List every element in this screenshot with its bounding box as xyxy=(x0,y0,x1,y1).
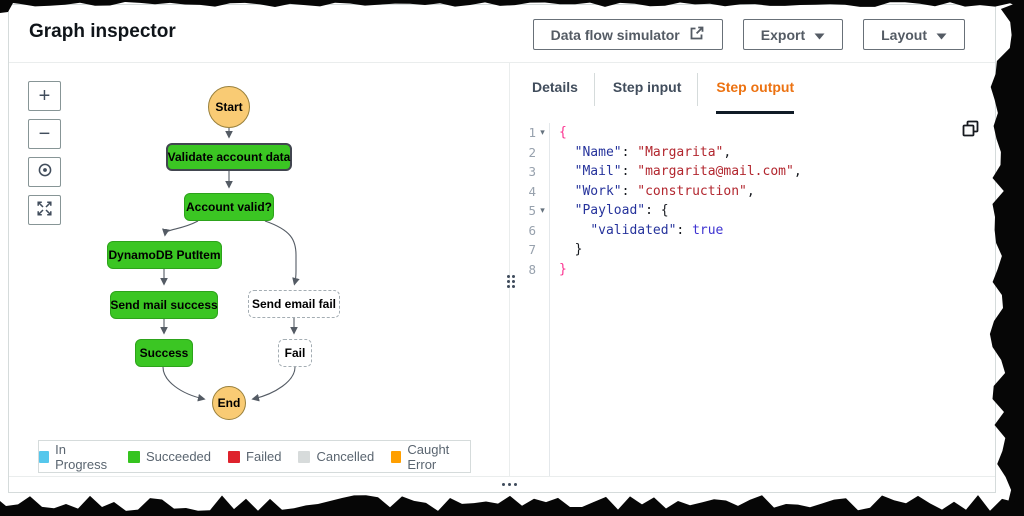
json-code-viewer: 1▾2 3 4 5▾6 7 8 { "Name": "Margarita", "Mail"… xyxy=(510,114,995,476)
code-line-7: } xyxy=(574,242,583,257)
code-line-3: "Mail": "margarita@mail.com", xyxy=(574,164,802,179)
succeeded-swatch xyxy=(127,450,140,463)
caret-down-icon xyxy=(814,27,825,43)
bottom-bar xyxy=(9,476,995,492)
step-details-panel: Details Step input Step output 1▾2 3 4 5▾6 7… xyxy=(510,63,995,476)
in-progress-swatch xyxy=(39,450,50,463)
expand-arrows-icon xyxy=(37,200,52,220)
zoom-out-button[interactable]: − xyxy=(28,119,61,149)
gutter-line-5[interactable]: 5▾ xyxy=(510,201,549,221)
status-legend: In Progress Succeeded Failed Cancelled C… xyxy=(38,440,471,473)
graph-zoom-controls: + − xyxy=(28,81,61,225)
detail-tabs: Details Step input Step output xyxy=(510,63,995,114)
fold-caret-icon[interactable]: ▾ xyxy=(540,205,545,216)
gutter-line-2: 2 xyxy=(528,144,536,160)
tab-step-output[interactable]: Step output xyxy=(716,63,795,114)
code-line-4: "Work": "construction", xyxy=(574,183,755,199)
copy-button[interactable] xyxy=(961,119,980,143)
button-label: Export xyxy=(760,26,806,43)
button-label: Layout xyxy=(881,26,927,43)
graph-node-fail[interactable]: Fail xyxy=(278,339,312,367)
tab-divider xyxy=(593,73,595,106)
zoom-in-button[interactable]: + xyxy=(28,81,61,111)
graph-node-end[interactable]: End xyxy=(212,386,246,420)
legend-label: Cancelled xyxy=(316,449,375,464)
legend-label: Caught Error xyxy=(407,441,450,472)
button-label: Data flow simulator xyxy=(550,26,680,43)
graph-node-account-valid[interactable]: Account valid? xyxy=(184,193,274,221)
code-line-5: "Payload": { xyxy=(574,203,669,218)
caret-down-icon xyxy=(936,27,947,43)
gutter-line-8: 8 xyxy=(528,261,536,277)
graph-edges xyxy=(160,128,300,402)
legend-item-cancelled: Cancelled xyxy=(298,449,374,464)
caught-error-swatch xyxy=(391,450,402,463)
legend-label: Succeeded xyxy=(145,449,212,464)
legend-item-failed: Failed xyxy=(228,449,281,464)
failed-swatch xyxy=(228,450,241,463)
circle-dot-icon xyxy=(37,162,53,182)
code-line-6: "validated": true xyxy=(590,222,724,238)
gutter-line-6: 6 xyxy=(528,222,536,238)
cancelled-swatch xyxy=(298,450,311,463)
code-line-2: "Name": "Margarita", xyxy=(574,144,732,160)
minus-icon: − xyxy=(38,123,51,145)
graph-node-send-email-fail[interactable]: Send email fail xyxy=(248,290,340,318)
vertical-resize-handle[interactable] xyxy=(507,275,510,278)
data-flow-simulator-button[interactable]: Data flow simulator xyxy=(532,19,723,50)
legend-item-in-progress: In Progress xyxy=(39,442,111,472)
tab-divider xyxy=(697,73,699,106)
code-line-8: } xyxy=(559,261,567,277)
code-lines: { "Name": "Margarita", "Mail": "margarit… xyxy=(550,123,802,476)
tab-step-input[interactable]: Step input xyxy=(612,79,682,95)
legend-label: Failed xyxy=(246,449,282,464)
graph-node-start[interactable]: Start xyxy=(208,86,250,128)
export-button[interactable]: Export xyxy=(742,19,844,50)
page-title: Graph inspector xyxy=(29,21,176,42)
workflow-graph-panel: + − xyxy=(9,63,510,476)
code-line-1: { xyxy=(559,125,567,140)
gutter-line-7: 7 xyxy=(528,242,536,258)
fold-caret-icon[interactable]: ▾ xyxy=(540,127,545,138)
graph-node-dynamodb-putitem[interactable]: DynamoDB PutItem xyxy=(107,241,222,269)
legend-label: In Progress xyxy=(55,441,108,472)
center-view-button[interactable] xyxy=(28,157,61,187)
header-actions: Data flow simulator Export Layout xyxy=(532,19,965,50)
gutter-line-4: 4 xyxy=(528,183,536,199)
layout-button[interactable]: Layout xyxy=(863,19,965,50)
external-link-icon xyxy=(689,25,705,44)
code-gutter: 1▾2 3 4 5▾6 7 8 xyxy=(510,123,550,476)
graph-node-success[interactable]: Success xyxy=(135,339,193,367)
graph-inspector-card: Graph inspector Data flow simulator Expo… xyxy=(8,4,996,493)
tab-details[interactable]: Details xyxy=(532,79,578,95)
copy-icon xyxy=(961,120,980,142)
split-panels: + − xyxy=(9,63,995,476)
gutter-line-3: 3 xyxy=(528,164,536,180)
horizontal-resize-handle[interactable] xyxy=(502,483,505,486)
plus-icon: + xyxy=(38,85,51,107)
header: Graph inspector Data flow simulator Expo… xyxy=(9,5,995,63)
graph-node-validate-account-data[interactable]: Validate account data xyxy=(166,143,292,171)
gutter-line-1[interactable]: 1▾ xyxy=(510,123,549,143)
legend-item-succeeded: Succeeded xyxy=(127,449,212,464)
fit-view-button[interactable] xyxy=(28,195,61,225)
graph-node-send-mail-success[interactable]: Send mail success xyxy=(110,291,218,319)
legend-item-caught-error: Caught Error xyxy=(391,442,470,472)
